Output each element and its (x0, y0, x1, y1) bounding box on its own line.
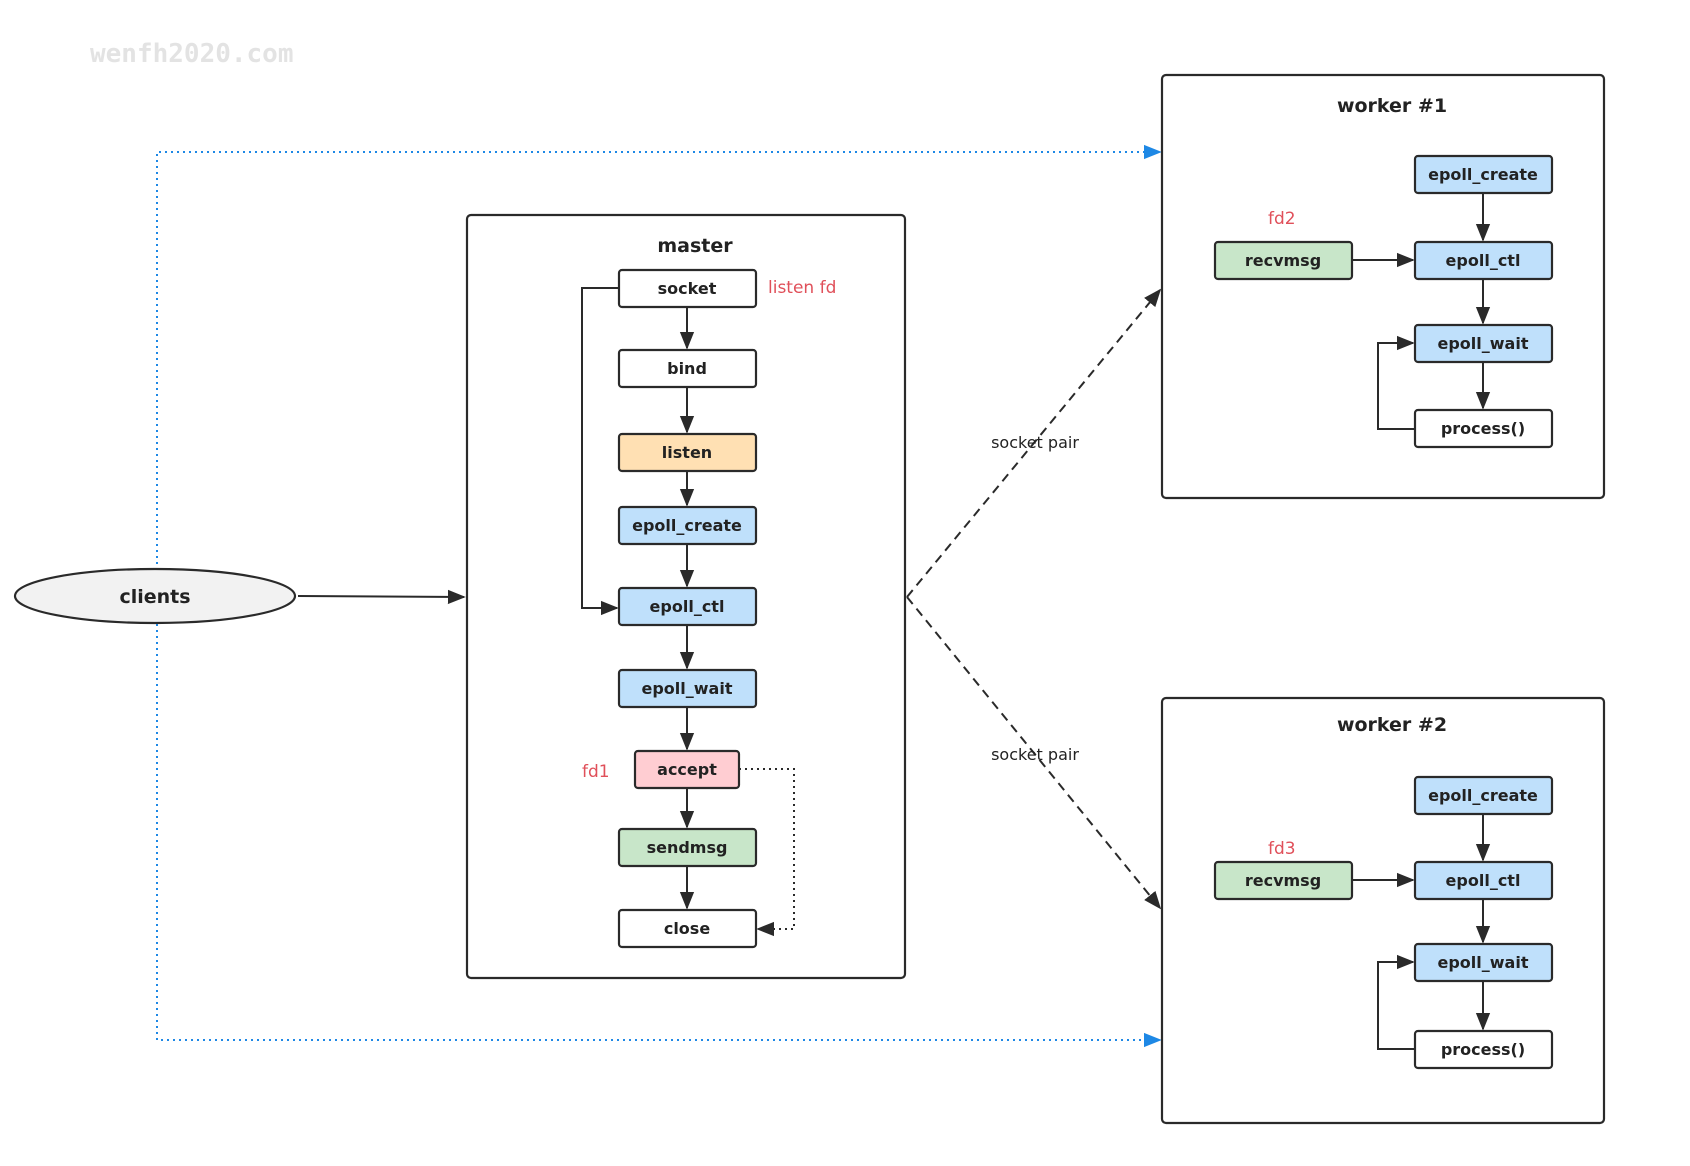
worker1-title: worker #1 (1337, 95, 1447, 117)
clients-label: clients (119, 586, 190, 608)
worker2-recvmsg-node: recvmsg (1213, 860, 1354, 901)
socket-pair-label-1: socket pair (991, 433, 1079, 452)
master-sendmsg-label: sendmsg (647, 838, 728, 857)
worker1-process-loop-edge (1377, 335, 1415, 430)
worker1-recvmsg-node: recvmsg (1213, 240, 1354, 281)
master-listen-node: listen (617, 432, 758, 473)
clients-node: clients (13, 567, 297, 625)
worker2-epoll-ctl-node: epoll_ctl (1413, 860, 1554, 901)
master-epoll-create-label: epoll_create (632, 516, 742, 535)
client-to-worker2-edge (156, 600, 1162, 1048)
master-title: master (657, 235, 733, 257)
worker1-process-node: process() (1413, 408, 1554, 449)
worker1-fd-note: fd2 (1268, 209, 1296, 229)
master-epoll-ctl-node: epoll_ctl (617, 586, 758, 627)
worker2-epoll-wait-label: epoll_wait (1438, 953, 1529, 972)
master-accept-label: accept (657, 760, 717, 779)
worker2-process-loop-edge (1377, 954, 1415, 1050)
worker1-process-label: process() (1441, 419, 1525, 438)
socket-pair-label-2: socket pair (991, 745, 1079, 764)
master-close-label: close (664, 919, 710, 938)
worker2-fd-note: fd3 (1268, 839, 1296, 859)
socket-pair-edge-1 (906, 288, 1162, 598)
worker2-epoll-wait-node: epoll_wait (1413, 942, 1554, 983)
master-epoll-wait-label: epoll_wait (642, 679, 733, 698)
worker1-epoll-create-node: epoll_create (1413, 154, 1554, 195)
listen-fd-note: listen fd (768, 278, 836, 298)
fd1-note: fd1 (582, 762, 610, 782)
worker1-epoll-ctl-label: epoll_ctl (1446, 251, 1521, 270)
master-listen-label: listen (662, 443, 712, 462)
master-bind-node: bind (617, 348, 758, 389)
worker2-epoll-create-label: epoll_create (1428, 786, 1538, 805)
master-sendmsg-node: sendmsg (617, 827, 758, 868)
worker1-epoll-create-label: epoll_create (1428, 165, 1538, 184)
master-socket-label: socket (658, 279, 717, 298)
client-to-worker1-edge (156, 144, 1162, 600)
worker2-epoll-ctl-label: epoll_ctl (1446, 871, 1521, 890)
master-epoll-create-node: epoll_create (617, 505, 758, 546)
master-socket-node: socket (617, 268, 758, 309)
clients-to-master-edge (297, 589, 466, 605)
master-bind-label: bind (667, 359, 707, 378)
worker2-process-label: process() (1441, 1040, 1525, 1059)
master-accept-node: accept (633, 749, 741, 790)
worker2-title: worker #2 (1337, 714, 1447, 736)
master-close-node: close (617, 908, 758, 949)
socket-to-epoll-ctl-edge (581, 287, 619, 616)
master-epoll-ctl-label: epoll_ctl (650, 597, 725, 616)
worker1-epoll-wait-node: epoll_wait (1413, 323, 1554, 364)
worker2-epoll-create-node: epoll_create (1413, 775, 1554, 816)
worker2-process-node: process() (1413, 1029, 1554, 1070)
socket-pair-edge-2 (906, 596, 1162, 910)
worker1-epoll-ctl-node: epoll_ctl (1413, 240, 1554, 281)
worker2-recvmsg-label: recvmsg (1245, 871, 1321, 890)
worker1-recvmsg-label: recvmsg (1245, 251, 1321, 270)
watermark: wenfh2020.com (90, 39, 294, 69)
master-epoll-wait-node: epoll_wait (617, 668, 758, 709)
worker1-epoll-wait-label: epoll_wait (1438, 334, 1529, 353)
